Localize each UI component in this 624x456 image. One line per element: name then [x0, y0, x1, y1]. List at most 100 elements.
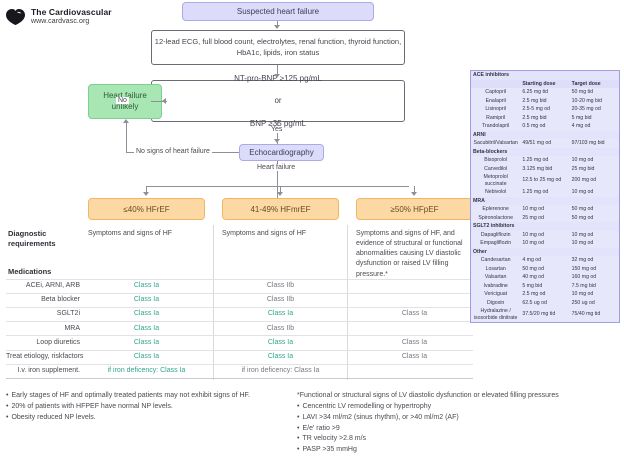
edge-bnp-to-echo — [277, 122, 278, 144]
drug-column-header: Starting dose — [520, 79, 570, 88]
drug-group-name: Other — [471, 247, 619, 256]
edge-branch-hfref — [146, 186, 147, 194]
footnote-item: PASP >35 mmHg — [297, 445, 527, 456]
drug-starting-dose: 12.5 to 25 mg od — [520, 173, 570, 188]
node-hfref[interactable]: ≤40% HFrEF — [88, 198, 205, 220]
node-bnp-lines: NT-pro-BNP ≥125 pg/mL or BNP ≥35 pg/mL — [152, 73, 404, 129]
medication-cell: if iron deficency: Class Ia — [241, 367, 320, 375]
drug-name: Hydralazine / isosorbide dinitrate — [471, 307, 521, 322]
column-separator-2 — [347, 225, 348, 380]
drug-starting-dose: 0.5 mg od — [520, 122, 570, 131]
edge-suspected-to-labs — [277, 21, 278, 27]
node-hfmref[interactable]: 41-49% HFmrEF — [222, 198, 339, 220]
drug-name: Carvedilol — [471, 164, 521, 173]
drug-target-dose: 10 mg od — [569, 188, 619, 197]
footnotes-right: *Functional or structural signs of LV di… — [297, 391, 559, 456]
edge-label-no: No — [116, 97, 129, 104]
drug-starting-dose: 62.5 ug od — [520, 298, 570, 307]
drug-target-dose: 250 ug od — [569, 298, 619, 307]
drug-target-dose: 75/40 mg tid — [569, 307, 619, 322]
arrowhead-bnp — [273, 74, 280, 78]
drug-target-dose: 50 mg od — [569, 213, 619, 222]
medication-cell: Class IIb — [266, 324, 295, 332]
edge-label-yes: Yes — [269, 126, 285, 133]
drug-name: Ivabradine — [471, 281, 521, 290]
medication-cell: Class Ia — [133, 310, 160, 318]
medication-row-divider — [6, 306, 473, 308]
drug-name: Valsartan — [471, 273, 521, 282]
arrowhead-labs — [273, 25, 280, 29]
drug-starting-dose: 10 mg od — [520, 239, 570, 248]
node-hf-unlikely-label: Heart failure unlikely — [103, 90, 147, 111]
footnote-heading: *Functional or structural signs of LV di… — [297, 392, 559, 399]
arrowhead-echo — [273, 139, 280, 143]
medication-row-divider — [6, 321, 473, 323]
drug-name: Sacubitril/Valsartan — [471, 139, 521, 148]
node-suspected-heart-failure[interactable]: Suspected heart failure — [182, 2, 374, 21]
node-initial-workup[interactable]: 12-lead ECG, full blood count, electroly… — [151, 30, 405, 65]
node-echocardiography[interactable]: Echocardiography — [239, 144, 324, 161]
drug-name: Nebivolol — [471, 188, 521, 197]
drug-name: Enalapril — [471, 96, 521, 105]
diagnostic-req-hfref: Symptoms and signs of HF — [88, 230, 173, 237]
drug-target-dose: 32 mg od — [569, 256, 619, 265]
medication-cell: Class Ia — [401, 353, 428, 360]
node-suspected-label: Suspected heart failure — [236, 7, 320, 16]
arrowhead-hf-unlikely-2 — [122, 119, 129, 123]
drug-group-name: ACE inhibitors — [471, 71, 619, 80]
drug-starting-dose: 1.25 mg od — [520, 188, 570, 197]
drug-name: Losartan — [471, 264, 521, 273]
drug-target-dose: 10 mg od — [569, 230, 619, 239]
drug-name: Trandolapril — [471, 122, 521, 131]
edge-label-no-signs: No signs of heart failure — [134, 148, 212, 155]
footnote-item: LAVI >34 ml/m2 (sinus rhythm), or >40 ml… — [297, 413, 527, 424]
drug-name: Digoxin — [471, 298, 521, 307]
drug-target-dose: 4 mg od — [569, 122, 619, 131]
medication-cell: Class IIb — [266, 282, 295, 289]
node-natriuretic-peptide[interactable]: NT-pro-BNP ≥125 pg/mL or BNP ≥35 pg/mL — [151, 74, 405, 128]
edge-branch-hfmref — [280, 186, 281, 194]
medication-cell: Class Ia — [133, 338, 160, 346]
drug-starting-dose: 4 mg od — [520, 256, 570, 265]
footnote-item: Obesity reduced NP levels. — [6, 413, 296, 424]
drug-group-header: ARNI — [471, 130, 619, 139]
drug-name: Vericiguat — [471, 290, 521, 299]
node-hfpef[interactable]: ≥50% HFpEF — [356, 198, 473, 220]
medication-table-bottom-rule — [6, 377, 473, 379]
medication-cell: Class Ia — [133, 282, 160, 289]
medication-row-divider — [6, 335, 473, 337]
medication-cell: Class Ia — [267, 338, 294, 346]
drug-name: Captopril — [471, 88, 521, 97]
medication-cell: Class IIb — [266, 296, 295, 304]
medication-row-label: SGLT2i — [56, 310, 80, 318]
section-title-diagnostic: Diagnostic requirements — [8, 229, 56, 248]
medication-cell: Class Ia — [133, 324, 160, 332]
footnote-item: Early stages of HF and optimally treated… — [6, 391, 296, 402]
drug-target-dose: 25 mg bid — [569, 164, 619, 173]
